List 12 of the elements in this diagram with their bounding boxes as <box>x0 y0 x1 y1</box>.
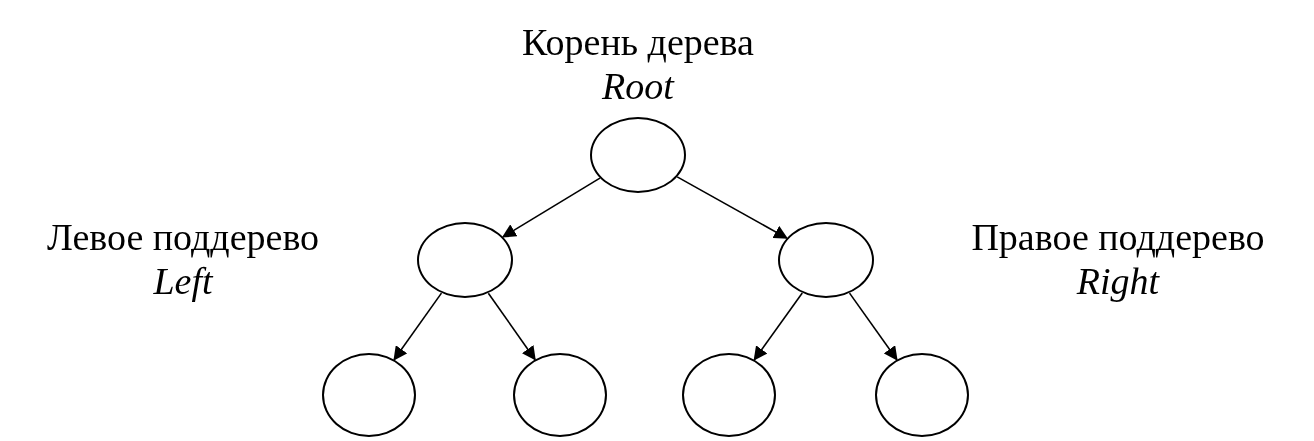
arrow <box>501 177 601 238</box>
arrow <box>676 176 788 239</box>
node-subcaption: Root <box>602 64 674 108</box>
node-subcaption: Left <box>153 259 213 303</box>
arrow <box>487 292 536 361</box>
node-caption: Правое поддерево <box>971 215 1265 259</box>
arrow <box>393 292 443 361</box>
arrow <box>753 292 804 361</box>
node-subcaption: Right <box>1076 259 1160 303</box>
node-caption: Левое поддерево <box>46 215 320 259</box>
node-caption: Корень дерева <box>522 20 754 64</box>
arrow <box>848 292 898 361</box>
